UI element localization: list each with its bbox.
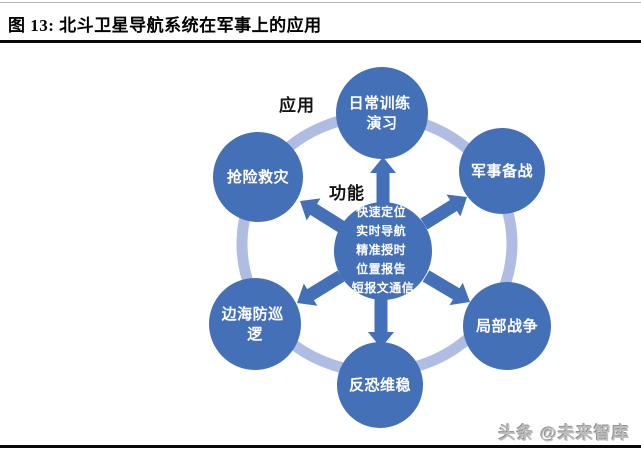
arrow-upper-right-icon (420, 194, 467, 230)
node-local-war: 局部战争 (463, 282, 551, 370)
node-label: 抢险救灾 (227, 168, 290, 186)
arrow-up-icon (370, 157, 396, 206)
node-label: 边海防巡 逻 (221, 305, 289, 343)
title-divider (0, 40, 641, 43)
node-circle (336, 67, 428, 159)
figure-title: 图 13: 北斗卫星导航系统在军事上的应用 (8, 16, 322, 35)
arrow-lower-right-icon (422, 270, 470, 306)
node-border-coastal-patrol: 边海防巡 逻 (209, 278, 301, 370)
node-military-preparedness: 军事备战 (459, 128, 545, 214)
arrow-upper-left-icon (300, 198, 349, 235)
label-application: 应用 (279, 95, 315, 115)
center-circle-label: 快速定位 实时导航 精准授时 位置报告 短报文通信 (352, 204, 415, 295)
node-circle (459, 128, 545, 214)
node-label: 局部战争 (475, 317, 538, 335)
node-label: 反恐维稳 (349, 376, 411, 394)
node-counter-terror-stability: 反恐维稳 (337, 342, 423, 428)
node-label: 日常训练 演习 (349, 94, 416, 132)
bottom-divider (0, 445, 641, 448)
top-divider (0, 2, 641, 3)
center-circle (334, 202, 432, 300)
node-circle (337, 342, 423, 428)
node-circle (463, 282, 551, 370)
arrow-lower-left-icon (297, 270, 345, 306)
label-function: 功能 (329, 183, 365, 203)
node-center-functions: 快速定位 实时导航 精准授时 位置报告 短报文通信 (334, 202, 432, 300)
node-circle (213, 132, 303, 222)
node-daily-training-exercise: 日常训练 演习 (336, 67, 428, 159)
watermark: 头条 @未来智库 (498, 424, 630, 443)
arrow-group (297, 157, 470, 348)
arrow-down-icon (368, 297, 394, 348)
node-label: 军事备战 (471, 162, 533, 180)
node-emergency-rescue: 抢险救灾 (213, 132, 303, 222)
node-circle (209, 278, 301, 370)
